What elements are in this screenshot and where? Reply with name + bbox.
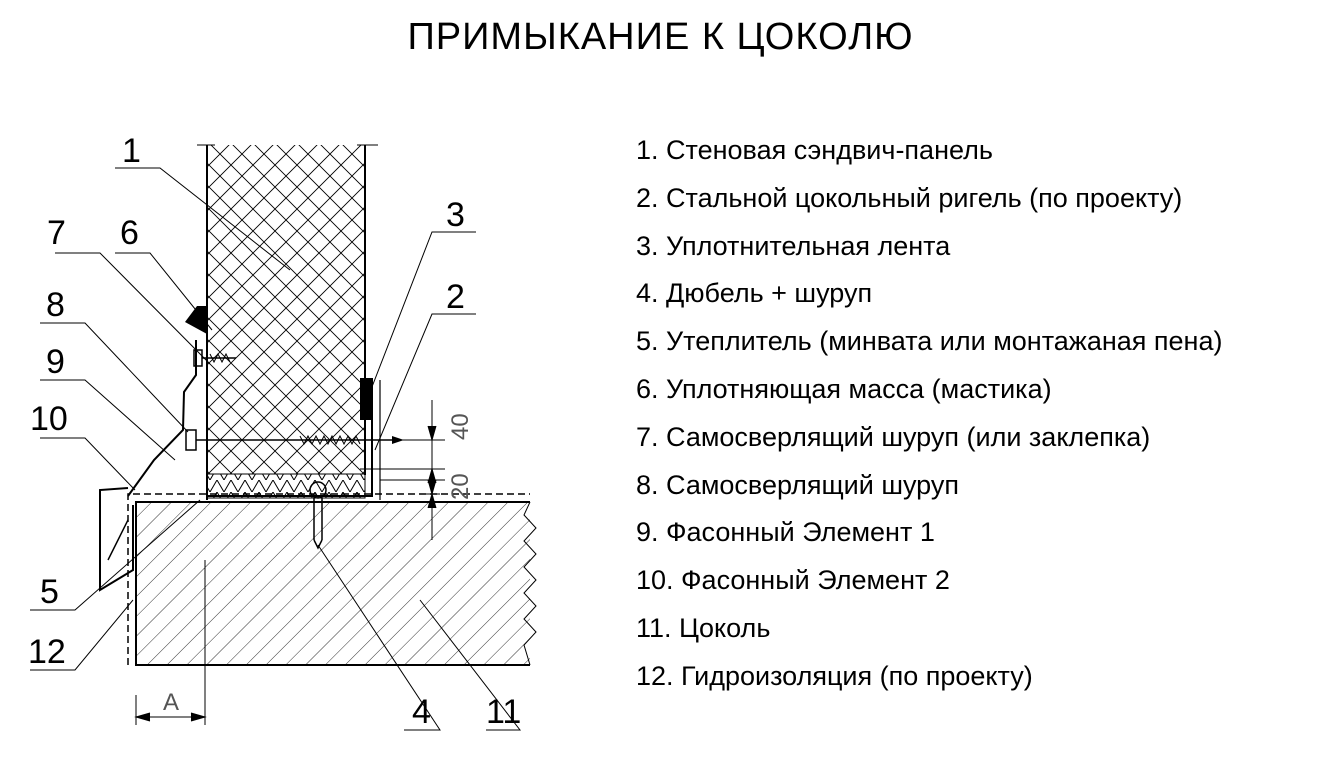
callout-4: 4 — [412, 693, 431, 731]
callout-7: 7 — [47, 214, 66, 252]
dimensions — [134, 400, 445, 725]
callout-12: 12 — [28, 633, 66, 671]
sealing-tape — [360, 378, 372, 420]
callout-11: 11 — [486, 693, 521, 731]
legend-item: 7. Самосверлящий шуруп (или заклепка) — [636, 421, 1151, 452]
legend-item: 10. Фасонный Элемент 2 — [636, 565, 950, 596]
callout-1: 1 — [122, 132, 141, 170]
legend-item: 4. Дюбель + шуруп — [636, 278, 873, 309]
flashing-element-2 — [99, 487, 134, 592]
dimension-a: A — [163, 689, 179, 716]
legend-item: 9. Фасонный Элемент 1 — [636, 517, 935, 548]
mastic-sealant — [185, 306, 207, 334]
callout-9: 9 — [46, 343, 65, 381]
dimension-40: 40 — [447, 413, 474, 440]
legend-item: 2. Стальной цокольный ригель (по проекту… — [636, 182, 1183, 213]
page-title: ПРИМЫКАНИЕ К ЦОКОЛЮ — [407, 16, 914, 58]
legend-item: 6. Уплотняющая масса (мастика) — [636, 373, 1052, 404]
legend-item: 11. Цоколь — [636, 612, 771, 643]
flashing-element-1 — [127, 340, 197, 497]
waterproofing-line — [127, 493, 530, 665]
legend-item: 8. Самосверлящий шуруп — [636, 469, 960, 500]
legend-item: 3. Уплотнительная лента — [636, 230, 951, 261]
callout-8: 8 — [46, 286, 65, 324]
callout-2: 2 — [446, 278, 465, 316]
dimension-20: 20 — [447, 473, 474, 500]
callout-10: 10 — [30, 400, 68, 438]
plinth — [135, 501, 537, 666]
legend-list: 1. Стеновая сэндвич-панель 2. Стальной ц… — [636, 127, 1222, 701]
legend-item: 1. Стеновая сэндвич-панель — [636, 135, 993, 165]
dowel-screw — [309, 481, 327, 550]
callout-3: 3 — [446, 196, 465, 234]
callout-6: 6 — [120, 214, 139, 252]
legend-item: 12. Гидроизоляция (по проекту) — [636, 660, 1033, 691]
upper-screw — [193, 349, 236, 367]
leader-lines — [30, 167, 522, 731]
legend-item: 5. Утеплитель (минвата или монтажаная пе… — [636, 326, 1223, 357]
callout-5: 5 — [40, 573, 59, 611]
self-drilling-screw — [185, 429, 404, 451]
sandwich-panel — [197, 144, 378, 500]
